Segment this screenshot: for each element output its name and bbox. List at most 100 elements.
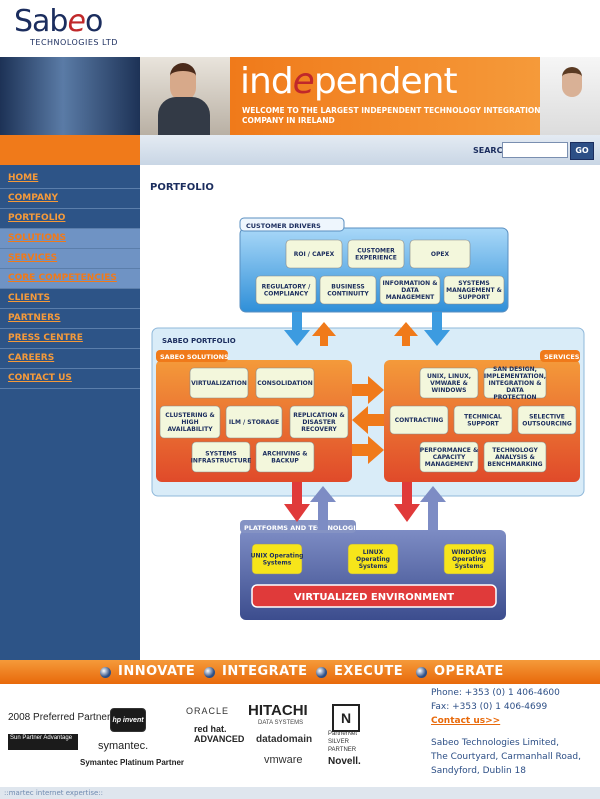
address-line-3: Sandyford, Dublin 18 — [431, 766, 526, 776]
footer-word-execute: EXECUTE — [334, 664, 404, 679]
banner-headline-end: pendent — [313, 61, 458, 102]
banner-orange-panel — [230, 57, 540, 135]
solution-5-box — [191, 441, 251, 473]
contact-us-link[interactable]: Contact us>> — [431, 716, 501, 726]
contact-block: Phone: +353 (0) 1 406-4600 Fax: +353 (0)… — [425, 684, 600, 787]
search-label: SEARCH — [473, 146, 510, 155]
service-1-label: SAN DESIGN,IMPLEMENTATION,INTEGRATION &D… — [484, 366, 546, 401]
main-content: PORTFOLIO CUSTOMER DRIVERS SABEO PORTFOL… — [140, 165, 600, 660]
driver-3-box — [255, 275, 317, 305]
address-line-2: The Courtyard, Carmanhall Road, — [431, 752, 581, 762]
footer-bullet-icon — [204, 667, 215, 678]
nav-item-core-competencies[interactable]: CORE COMPETENCIES — [0, 269, 140, 289]
solution-3-box — [225, 405, 283, 439]
arrow-up-orange-right — [394, 322, 418, 346]
service-1-box — [483, 367, 547, 399]
service-2-box — [389, 405, 449, 435]
sun-logo: Sun Partner Advantage — [8, 734, 78, 750]
portfolio-label: SABEO PORTFOLIO — [162, 337, 236, 345]
nav-item-solutions[interactable]: SOLUTIONS — [0, 229, 140, 249]
footer-word-innovate: INNOVATE — [118, 664, 196, 679]
banner-headline: independent — [240, 61, 458, 102]
platform-1-box — [347, 543, 399, 575]
customer-drivers-label: CUSTOMER DRIVERS — [246, 222, 321, 230]
site-header: Sabeo TECHNOLOGIES LTD — [0, 0, 600, 57]
customer-drivers-tab — [239, 217, 345, 232]
logo-accent-letter: e — [67, 4, 85, 39]
nav-item-careers[interactable]: CAREERS — [0, 349, 140, 369]
driver-3-label: REGULATORY /COMPLIANCY — [262, 284, 311, 298]
footer-bullet-icon — [316, 667, 327, 678]
logo-text-end: o — [84, 4, 103, 39]
logo-text: Sab — [14, 4, 68, 39]
platform-2-box — [443, 543, 495, 575]
platform-0-box — [251, 543, 303, 575]
solution-2-box — [159, 405, 221, 439]
search-input[interactable] — [502, 142, 568, 158]
banner-headline-start: ind — [240, 61, 294, 102]
nav-item-partners[interactable]: PARTNERS — [0, 309, 140, 329]
hitachi-sub: DATA SYSTEMS — [258, 720, 304, 726]
banner-headline-accent: e — [292, 61, 315, 102]
virtualized-label: VIRTUALIZED ENVIRONMENT — [294, 592, 454, 603]
phone-text: Phone: +353 (0) 1 406-4600 — [431, 688, 560, 698]
services-tab — [540, 350, 580, 362]
arrow-down-red-left — [284, 482, 310, 522]
logo-subtitle: TECHNOLOGIES LTD — [30, 38, 118, 47]
novell-logo: Novell. — [328, 756, 361, 767]
businessman-image — [540, 57, 600, 135]
footer-word-integrate: INTEGRATE — [222, 664, 308, 679]
netapp-logo: N — [332, 704, 360, 732]
arrow-down-blue-right — [424, 312, 450, 346]
orange-strip — [0, 135, 140, 165]
bottom-credit[interactable]: ::martec internet expertise:: — [0, 787, 600, 799]
footer-bullet-icon — [416, 667, 427, 678]
nav-item-clients[interactable]: CLIENTS — [0, 289, 140, 309]
solution-0-label: VIRTUALIZATION — [191, 380, 247, 387]
service-3-box — [453, 405, 513, 435]
arrow-down-blue-left — [284, 312, 310, 346]
nav-item-contact-us[interactable]: CONTACT US — [0, 369, 140, 389]
arrow-up-navy-right — [420, 486, 446, 530]
driver-0-box — [285, 239, 343, 269]
redhat-logo: red hat. ADVANCED — [194, 724, 245, 744]
search-bar: SEARCH GO — [140, 135, 600, 165]
nav-item-press-centre[interactable]: PRESS CENTRE — [0, 329, 140, 349]
nav-item-services[interactable]: SERVICES — [0, 249, 140, 269]
service-0-box — [419, 367, 479, 399]
driver-0-label: ROI / CAPEX — [294, 251, 335, 258]
driver-4-box — [319, 275, 377, 305]
search-go-button[interactable]: GO — [570, 142, 594, 160]
nav-item-company[interactable]: COMPANY — [0, 189, 140, 209]
service-2-label: CONTRACTING — [395, 417, 444, 424]
platforms-label: PLATFORMS AND TECHNOLOGIES — [244, 524, 365, 532]
flow-arrows — [284, 312, 450, 530]
solution-0-box — [189, 367, 249, 399]
datadomain-logo: datadomain — [256, 734, 313, 745]
address-line-1: Sabeo Technologies Limited, — [431, 738, 559, 748]
driver-5-box — [379, 275, 441, 305]
solution-1-label: CONSOLIDATION — [257, 380, 313, 387]
arrow-right-1 — [352, 376, 384, 404]
solution-1-box — [255, 367, 315, 399]
hitachi-logo: HITACHI — [248, 702, 308, 719]
banner-tagline: WELCOME TO THE LARGEST INDEPENDENT TECHN… — [242, 106, 541, 125]
sabeo-logo[interactable]: Sabeo — [14, 4, 103, 39]
driver-2-label: OPEX — [431, 251, 450, 258]
nav-item-home[interactable]: HOME — [0, 169, 140, 189]
arrow-up-navy-left — [310, 486, 336, 530]
partnernet-logo: PartnerNet SILVER PARTNER — [328, 731, 358, 753]
hero-banner: independent WELCOME TO THE LARGEST INDEP… — [0, 57, 600, 135]
nav-item-portfolio[interactable]: PORTFOLIO — [0, 209, 140, 229]
